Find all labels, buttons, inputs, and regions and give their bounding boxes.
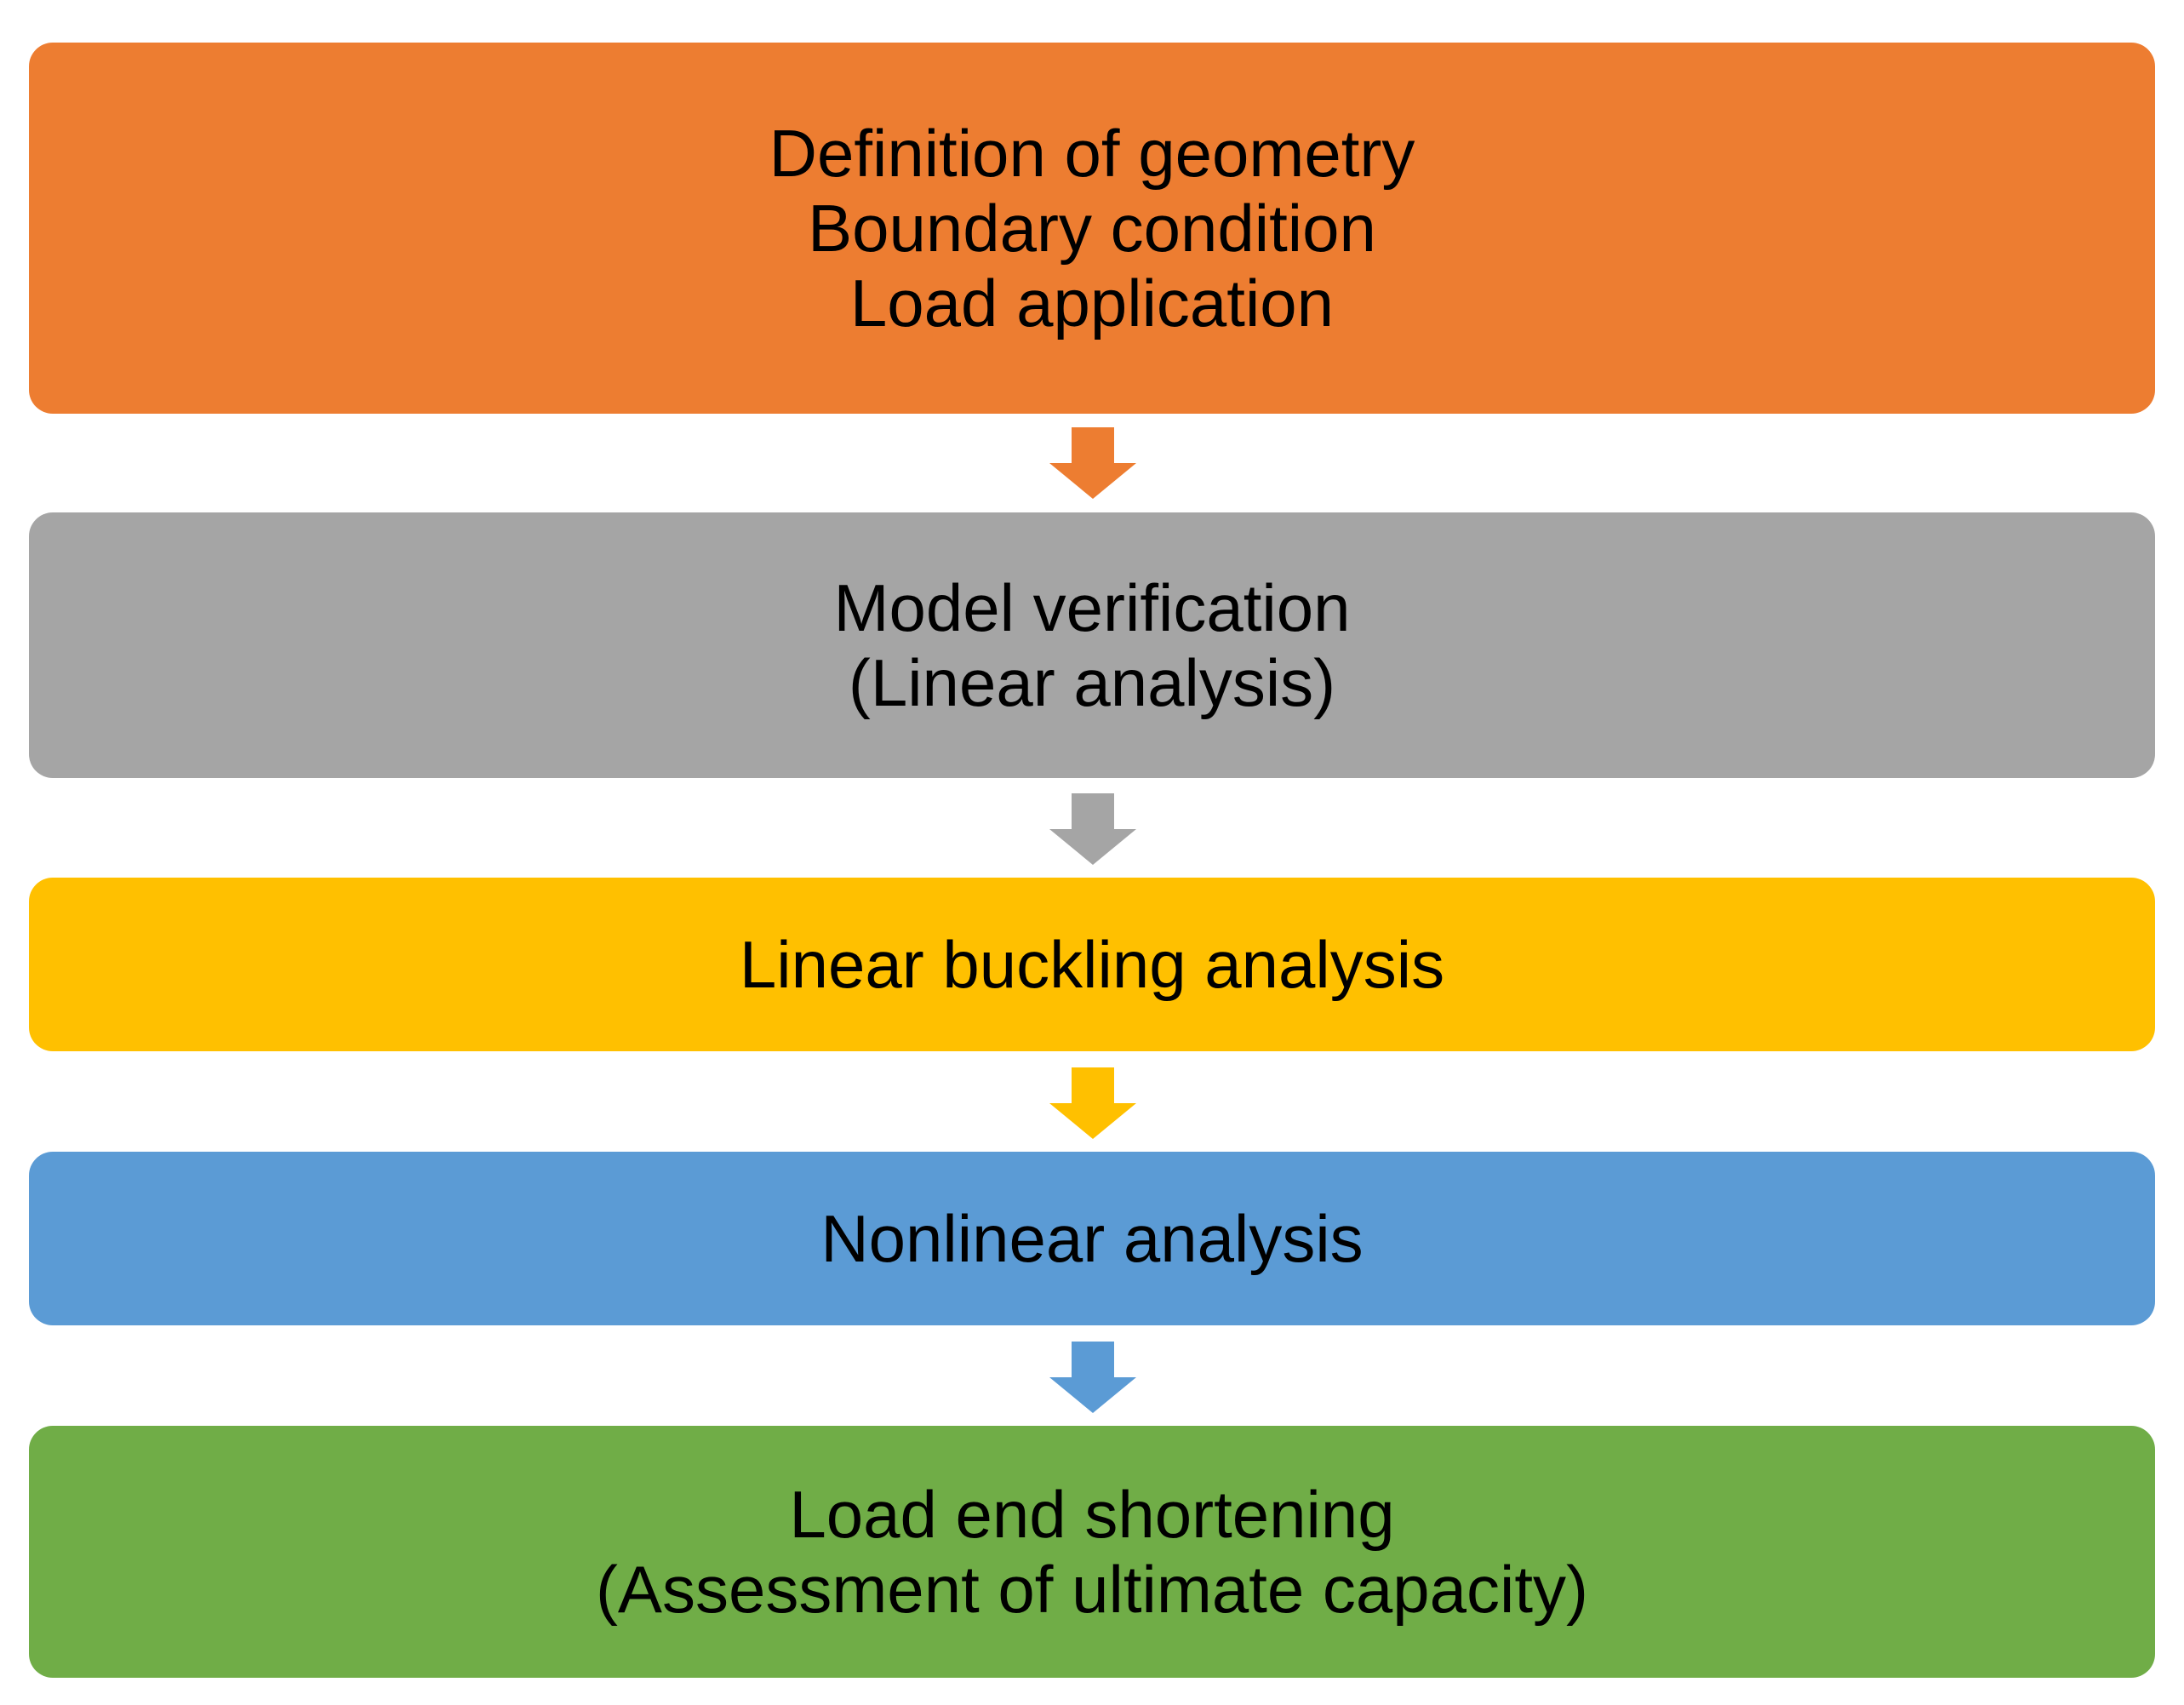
down-arrow-shape xyxy=(1049,1342,1136,1413)
down-arrow-icon xyxy=(1049,793,1136,865)
step-load-end-shortening-line-1: Load end shortening xyxy=(789,1477,1395,1552)
step-geometry-line-1: Definition of geometry xyxy=(769,116,1415,191)
step-geometry-line-2: Boundary condition xyxy=(808,191,1376,266)
step-nonlinear-line-1: Nonlinear analysis xyxy=(820,1201,1364,1276)
step-load-end-shortening-line-2: (Assessment of ultimate capacity) xyxy=(595,1552,1589,1627)
step-model-verification-line-1: Model verification xyxy=(833,570,1351,645)
down-arrow-icon xyxy=(1049,427,1136,499)
step-model-verification-box: Model verification (Linear analysis) xyxy=(29,512,2155,778)
down-arrow-icon xyxy=(1049,1342,1136,1413)
step-geometry-box: Definition of geometry Boundary conditio… xyxy=(29,43,2155,414)
down-arrow-shape xyxy=(1049,427,1136,499)
step-model-verification-line-2: (Linear analysis) xyxy=(848,645,1336,720)
down-arrow-icon xyxy=(1049,1067,1136,1139)
step-geometry-line-3: Load application xyxy=(849,266,1335,340)
step-nonlinear-box: Nonlinear analysis xyxy=(29,1152,2155,1325)
step-linear-buckling-line-1: Linear buckling analysis xyxy=(739,927,1445,1002)
step-linear-buckling-box: Linear buckling analysis xyxy=(29,878,2155,1051)
step-load-end-shortening-box: Load end shortening (Assessment of ultim… xyxy=(29,1426,2155,1678)
down-arrow-shape xyxy=(1049,793,1136,865)
down-arrow-shape xyxy=(1049,1067,1136,1139)
